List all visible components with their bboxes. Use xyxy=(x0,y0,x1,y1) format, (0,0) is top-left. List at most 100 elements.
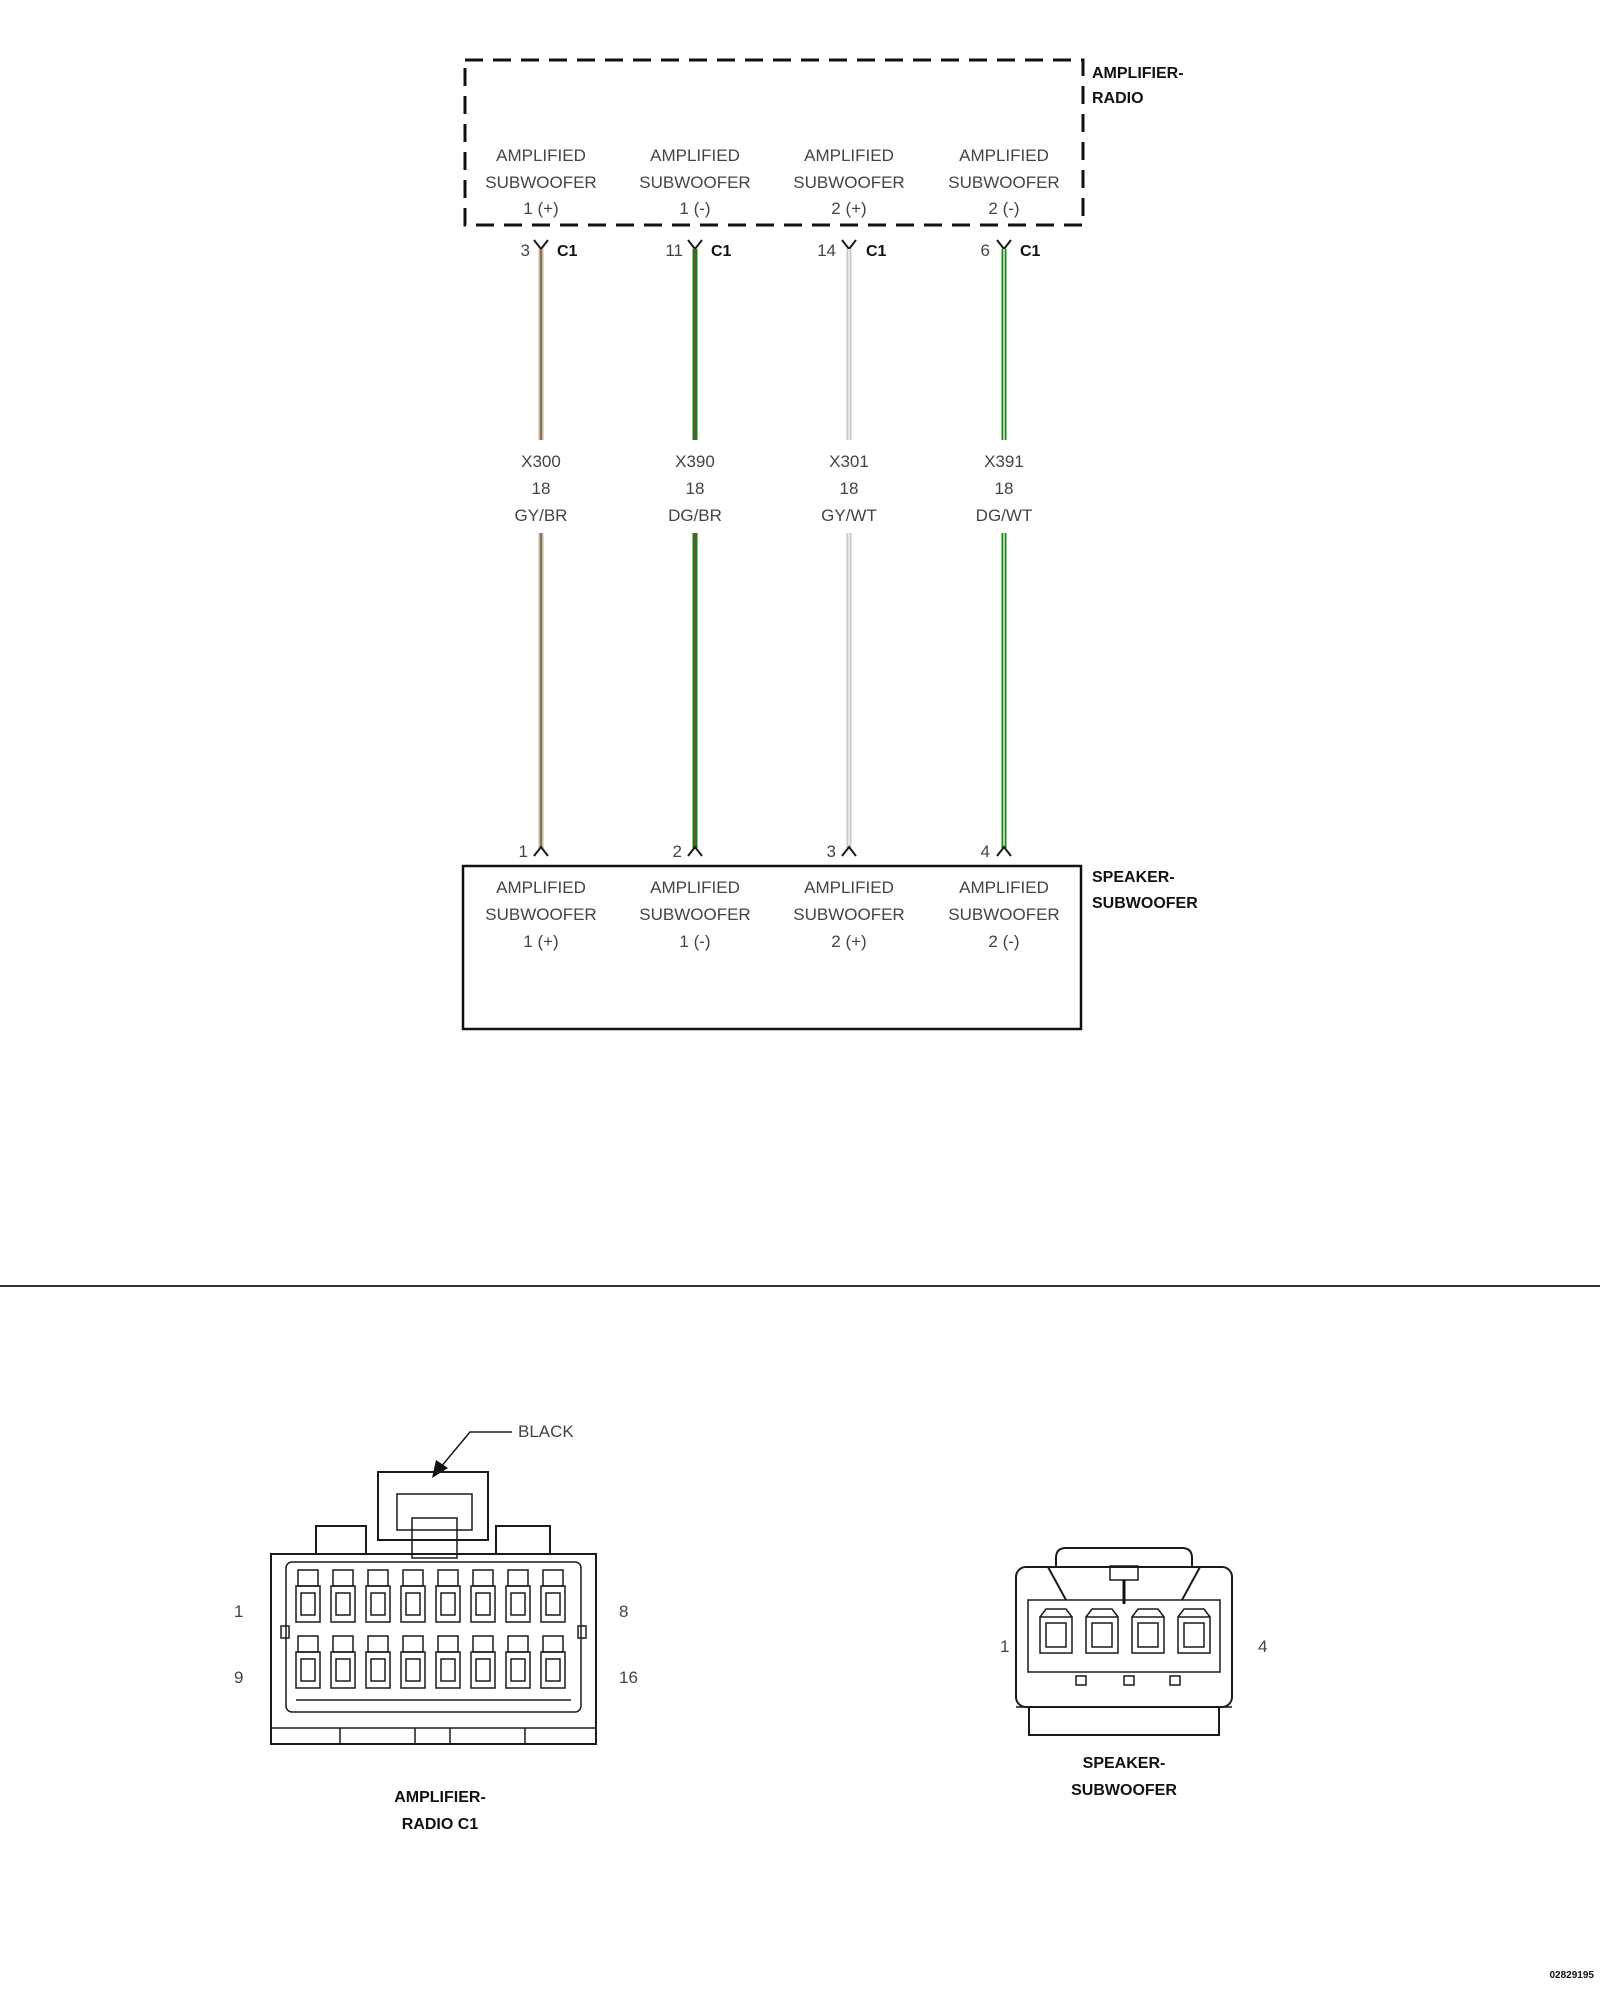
speaker-subwoofer-module: SPEAKER- SUBWOOFER xyxy=(461,864,1198,1031)
connector-ear-right xyxy=(495,1525,551,1554)
amp-function-label: AMPLIFIED xyxy=(496,146,586,165)
speaker-subwoofer-name-2: SUBWOOFER xyxy=(1092,895,1198,912)
wire-gauge: 18 xyxy=(840,479,859,498)
speaker-function-label: AMPLIFIED xyxy=(804,878,894,897)
speaker-function-label: AMPLIFIED xyxy=(959,878,1049,897)
pin-cavity xyxy=(435,1569,461,1623)
amp-function-label: 2 (+) xyxy=(831,199,866,218)
pin-cavity xyxy=(365,1635,391,1689)
amp-connector-terminal xyxy=(841,239,857,251)
pin-cavity xyxy=(295,1569,321,1623)
amp-connector-terminal xyxy=(533,239,549,251)
circuit-column: AMPLIFIED SUBWOOFER 1 (-) 11 C1 X390 18 … xyxy=(639,146,750,951)
cavity-row-top xyxy=(295,1569,566,1623)
connector-name-2: RADIO C1 xyxy=(402,1816,479,1833)
speaker-connector-base xyxy=(1028,1706,1220,1736)
amp-function-label: SUBWOOFER xyxy=(948,173,1059,192)
amp-pin-number: 6 xyxy=(981,241,990,260)
wire-color-code: GY/BR xyxy=(515,506,568,525)
connector-body xyxy=(270,1553,597,1745)
connector-latch xyxy=(377,1471,489,1541)
circuit-column: AMPLIFIED SUBWOOFER 1 (+) 3 C1 X300 18 G… xyxy=(485,146,596,951)
speaker-function-label: 1 (+) xyxy=(523,932,558,951)
wire-color-code: DG/BR xyxy=(668,506,722,525)
connector-cavity xyxy=(285,1561,582,1713)
circuit-column: AMPLIFIED SUBWOOFER 2 (+) 14 C1 X301 18 … xyxy=(793,146,904,951)
wire-gauge: 18 xyxy=(995,479,1014,498)
amp-function-label: AMPLIFIED xyxy=(959,146,1049,165)
pin-cavity xyxy=(400,1635,426,1689)
speaker-pin-number: 4 xyxy=(981,842,990,861)
pin-cavity xyxy=(330,1635,356,1689)
amp-c1-connector-view: BLACK xyxy=(234,1422,638,1833)
amp-connector-id: C1 xyxy=(866,243,887,260)
amp-function-label: SUBWOOFER xyxy=(793,173,904,192)
side-key xyxy=(577,1625,587,1639)
pin-cavity xyxy=(400,1569,426,1623)
figure-code: 02829195 xyxy=(1550,1970,1595,1981)
pin-cavity xyxy=(435,1635,461,1689)
callout-label: BLACK xyxy=(518,1422,574,1441)
latch-tab xyxy=(411,1517,458,1559)
speaker-connector-name-1: SPEAKER- xyxy=(1083,1755,1166,1772)
pin-cavity xyxy=(1085,1608,1119,1654)
pin-cavity xyxy=(330,1569,356,1623)
amplifier-radio-box xyxy=(463,58,1085,227)
amp-function-label: 1 (+) xyxy=(523,199,558,218)
pin-cavity xyxy=(365,1569,391,1623)
amp-pin-number: 3 xyxy=(521,241,530,260)
wire-color-code: GY/WT xyxy=(821,506,877,525)
speaker-function-label: SUBWOOFER xyxy=(793,905,904,924)
pin-cavity xyxy=(1177,1608,1211,1654)
speaker-function-label: 2 (-) xyxy=(988,932,1019,951)
wire-id: X391 xyxy=(984,452,1024,471)
pin-cavity xyxy=(505,1569,531,1623)
amp-connector-terminal xyxy=(687,239,703,251)
amp-connector-terminal xyxy=(996,239,1012,251)
amplifier-radio-name-1: AMPLIFIER- xyxy=(1092,65,1184,82)
speaker-function-label: 1 (-) xyxy=(679,932,710,951)
speaker-pin-label-right: 4 xyxy=(1258,1637,1267,1656)
side-key xyxy=(280,1625,290,1639)
amp-function-label: AMPLIFIED xyxy=(804,146,894,165)
speaker-function-label: AMPLIFIED xyxy=(496,878,586,897)
callout-leader xyxy=(439,1431,512,1469)
speaker-connector-cavity xyxy=(1027,1599,1221,1673)
speaker-function-label: SUBWOOFER xyxy=(948,905,1059,924)
wire-id: X300 xyxy=(521,452,561,471)
pin-cavity xyxy=(540,1635,566,1689)
speaker-pin-number: 2 xyxy=(673,842,682,861)
amp-connector-id: C1 xyxy=(557,243,578,260)
speaker-connector-name-2: SUBWOOFER xyxy=(1071,1782,1177,1799)
speaker-connector-view: 1 4 SPEAKER- SUBWOOFER xyxy=(1000,1547,1267,1799)
amp-function-label: SUBWOOFER xyxy=(639,173,750,192)
wire-id: X390 xyxy=(675,452,715,471)
amp-function-label: 1 (-) xyxy=(679,199,710,218)
wire-gauge: 18 xyxy=(686,479,705,498)
pin-label-bottom-right: 16 xyxy=(619,1668,638,1687)
amplifier-radio-module: AMPLIFIER- RADIO xyxy=(463,58,1184,227)
amp-function-label: AMPLIFIED xyxy=(650,146,740,165)
connector-base xyxy=(270,1727,597,1745)
speaker-connector-terminal xyxy=(687,845,703,857)
amplifier-radio-name-2: RADIO xyxy=(1092,90,1144,107)
amp-function-label: SUBWOOFER xyxy=(485,173,596,192)
wire-color-code: DG/WT xyxy=(976,506,1033,525)
speaker-connector-terminal xyxy=(996,845,1012,857)
amp-connector-id: C1 xyxy=(711,243,732,260)
pin-label-bottom-left: 9 xyxy=(234,1668,243,1687)
speaker-connector-terminal xyxy=(841,845,857,857)
speaker-function-label: 2 (+) xyxy=(831,932,866,951)
amp-connector-id: C1 xyxy=(1020,243,1041,260)
speaker-connector-terminal xyxy=(533,845,549,857)
speaker-key xyxy=(1169,1675,1181,1686)
pin-cavity xyxy=(505,1635,531,1689)
speaker-subwoofer-name-1: SPEAKER- xyxy=(1092,869,1175,886)
latch-inner xyxy=(396,1493,473,1531)
pin-label-top-left: 1 xyxy=(234,1602,243,1621)
amp-pin-number: 14 xyxy=(817,241,836,260)
pin-cavity xyxy=(1131,1608,1165,1654)
speaker-latch-tab xyxy=(1109,1565,1139,1581)
speaker-subwoofer-box xyxy=(461,864,1083,1031)
